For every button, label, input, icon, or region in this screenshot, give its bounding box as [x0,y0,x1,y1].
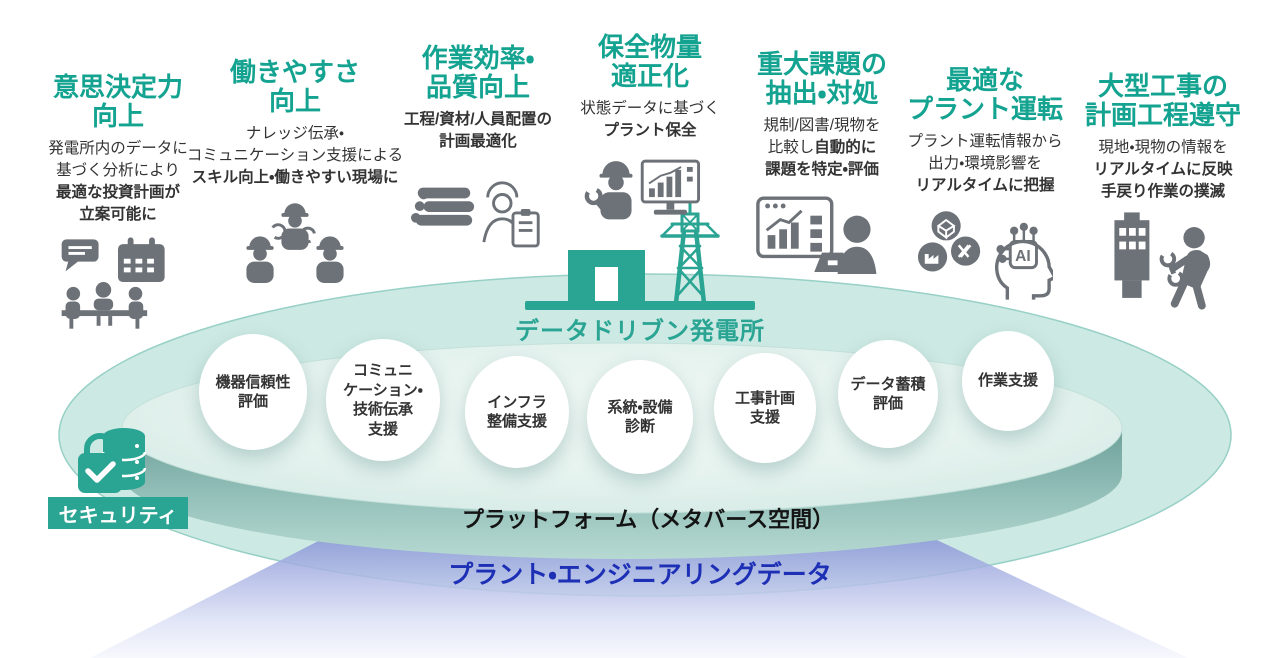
benefit-icon-wrap [1095,212,1231,310]
benefit-description: 状態データに基づくプラント保全 [580,98,720,142]
benefit-icon-wrap: AI [917,206,1053,304]
benefit-desc-segment: 発電所内のデータに [48,140,188,158]
benefit-column-4: 保全物量 適正化 状態データに基づくプラント保全 [555,32,745,249]
benefit-desc-segment: 現地・現物の情報を [1098,139,1228,157]
benefit-desc-segment: 手戻り作業の撲滅 [1100,183,1225,201]
benefit-title: 意思決定力 向上 [52,72,183,132]
benefit-title: 作業効率・ 品質向上 [421,43,535,103]
platform-circle-4: 系統・設備 診断 [587,360,693,474]
benefit-desc-segment: 最適な投資計画が [55,184,180,202]
benefit-title: 最適な プラント運転 [906,65,1063,125]
ai-operation-icon: AI [917,211,1053,300]
benefit-desc-segment: 立案可能に [79,206,157,224]
benefit-desc-segment: リアルタイムに把握 [915,177,1055,195]
benefit-desc-line: 現地・現物の情報を [1093,137,1232,159]
benefit-desc-segment: 比較し [767,139,815,157]
benefit-desc-segment: 工程/資材/人員配置の [403,111,553,129]
workers-team-icon [246,203,344,284]
data-beam [90,534,1188,658]
benefit-desc-line: スキル向上・働きやすい現場に [187,167,403,189]
benefit-desc-segment: リアルタイムに反映 [1093,161,1233,179]
benefit-desc-segment: スキル向上・働きやすい現場に [191,169,399,187]
security-badge: セキュリティ [48,497,188,529]
svg-text:AI: AI [1015,248,1031,265]
benefit-desc-segment: 課題を特定・評価 [765,161,879,179]
benefit-description: 発電所内のデータに基づく分析により最適な投資計画が立案可能に [48,138,188,226]
materials-planning-icon [410,181,540,248]
platform-circle-3: インフラ 整備支援 [465,356,569,468]
benefit-title: 重大課題の 抽出・対処 [756,49,887,109]
benefit-desc-line: リアルタイムに把握 [907,175,1062,197]
benefit-desc-line: 工程/資材/人員配置の [404,109,552,131]
benefit-title: 大型工事の 計画工程遵守 [1084,71,1241,131]
benefit-desc-line: 手戻り作業の撲滅 [1093,181,1232,203]
benefit-description: ナレッジ伝承・コミュニケーション支援によるスキル向上・働きやすい現場に [187,123,403,189]
maintenance-monitor-icon [584,159,701,220]
benefit-desc-line: 基づく分析により [48,160,188,182]
benefit-icon-wrap [227,198,363,296]
benefit-desc-line: プラント保全 [580,120,720,142]
benefit-column-5: 重大課題の 抽出・対処 規制/図書/現物を比較し自動的に課題を特定・評価 [727,49,917,288]
benefit-title: 保全物量 適正化 [597,32,702,92]
benefit-desc-segment: 規制/図書/現物を [763,117,881,135]
plant-label: データドリブン発電所 [515,318,765,345]
benefit-desc-line: 出力・環境影響を [907,153,1062,175]
benefit-column-3: 作業効率・ 品質向上 工程/資材/人員配置の計画最適化 [383,43,573,260]
platform-circle-6: データ蓄積 評価 [838,340,938,448]
benefit-desc-line: 比較し自動的に [763,137,880,159]
benefit-desc-segment: 自動的に [814,139,877,157]
benefit-desc-line: 計画最適化 [404,131,552,153]
benefit-desc-segment: 基づく分析により [56,162,180,180]
benefit-desc-line: 立案可能に [48,204,188,226]
benefit-icon-wrap [410,162,546,260]
benefit-desc-segment: ナレッジ伝承・ [245,125,345,143]
benefit-desc-segment: 計画最適化 [439,133,517,151]
benefit-column-7: 大型工事の 計画工程遵守 現地・現物の情報をリアルタイムに反映手戻り作業の撲滅 [1068,71,1258,310]
benefit-desc-line: コミュニケーション支援による [187,145,403,167]
benefit-column-2: 働きやすさ 向上 ナレッジ伝承・コミュニケーション支援によるスキル向上・働きやす… [187,57,403,296]
platform-label: プラットフォーム（メタバース空間） [461,507,835,532]
benefit-column-6: 最適な プラント運転 プラント運転情報から出力・環境影響をリアルタイムに把握 A… [890,65,1080,304]
benefit-title: 働きやすさ 向上 [229,57,360,117]
issue-analysis-icon [756,196,877,275]
benefit-icon-wrap [582,151,718,249]
benefit-desc-segment: プラント保全 [603,122,697,140]
security-lock-icon [78,433,122,493]
benefit-description: 工程/資材/人員配置の計画最適化 [404,109,552,153]
benefit-description: 規制/図書/現物を比較し自動的に課題を特定・評価 [763,115,880,181]
construction-work-icon [1114,212,1211,310]
benefit-desc-segment: プラント運転情報から [907,133,1063,151]
benefit-desc-line: 発電所内のデータに [48,138,188,160]
benefit-desc-line: 課題を特定・評価 [763,159,880,181]
meeting-calendar-icon [61,237,165,329]
benefit-description: 現地・現物の情報をリアルタイムに反映手戻り作業の撲滅 [1093,137,1232,203]
benefit-desc-segment: 出力・環境影響を [928,155,1042,173]
platform-circle-5: 工事計画 支援 [714,353,816,463]
benefit-desc-line: プラント運転情報から [907,131,1062,153]
benefit-desc-line: 最適な投資計画が [48,182,188,204]
transmission-tower-icon [660,200,720,306]
benefit-icon-wrap [754,190,890,288]
benefit-desc-line: 状態データに基づく [580,98,720,120]
benefit-desc-line: リアルタイムに反映 [1093,159,1232,181]
benefit-desc-line: ナレッジ伝承・ [187,123,403,145]
platform-circle-1: 機器信頼性 評価 [199,334,307,450]
platform-circle-7: 作業支援 [962,331,1054,431]
power-plant-icon [525,250,755,310]
benefit-icon-wrap [50,235,186,333]
platform-circle-2: コミュニ ケーション・ 技術伝承 支援 [326,339,440,461]
data-layer-label: プラント・エンジニアリングデータ [448,561,832,589]
benefit-description: プラント運転情報から出力・環境影響をリアルタイムに把握 [907,131,1062,197]
benefit-desc-segment: 状態データに基づく [580,100,720,118]
benefit-desc-line: 規制/図書/現物を [763,115,880,137]
benefit-desc-segment: コミュニケーション支援による [186,147,404,165]
benefit-column-1: 意思決定力 向上 発電所内のデータに基づく分析により最適な投資計画が立案可能に [23,72,213,333]
